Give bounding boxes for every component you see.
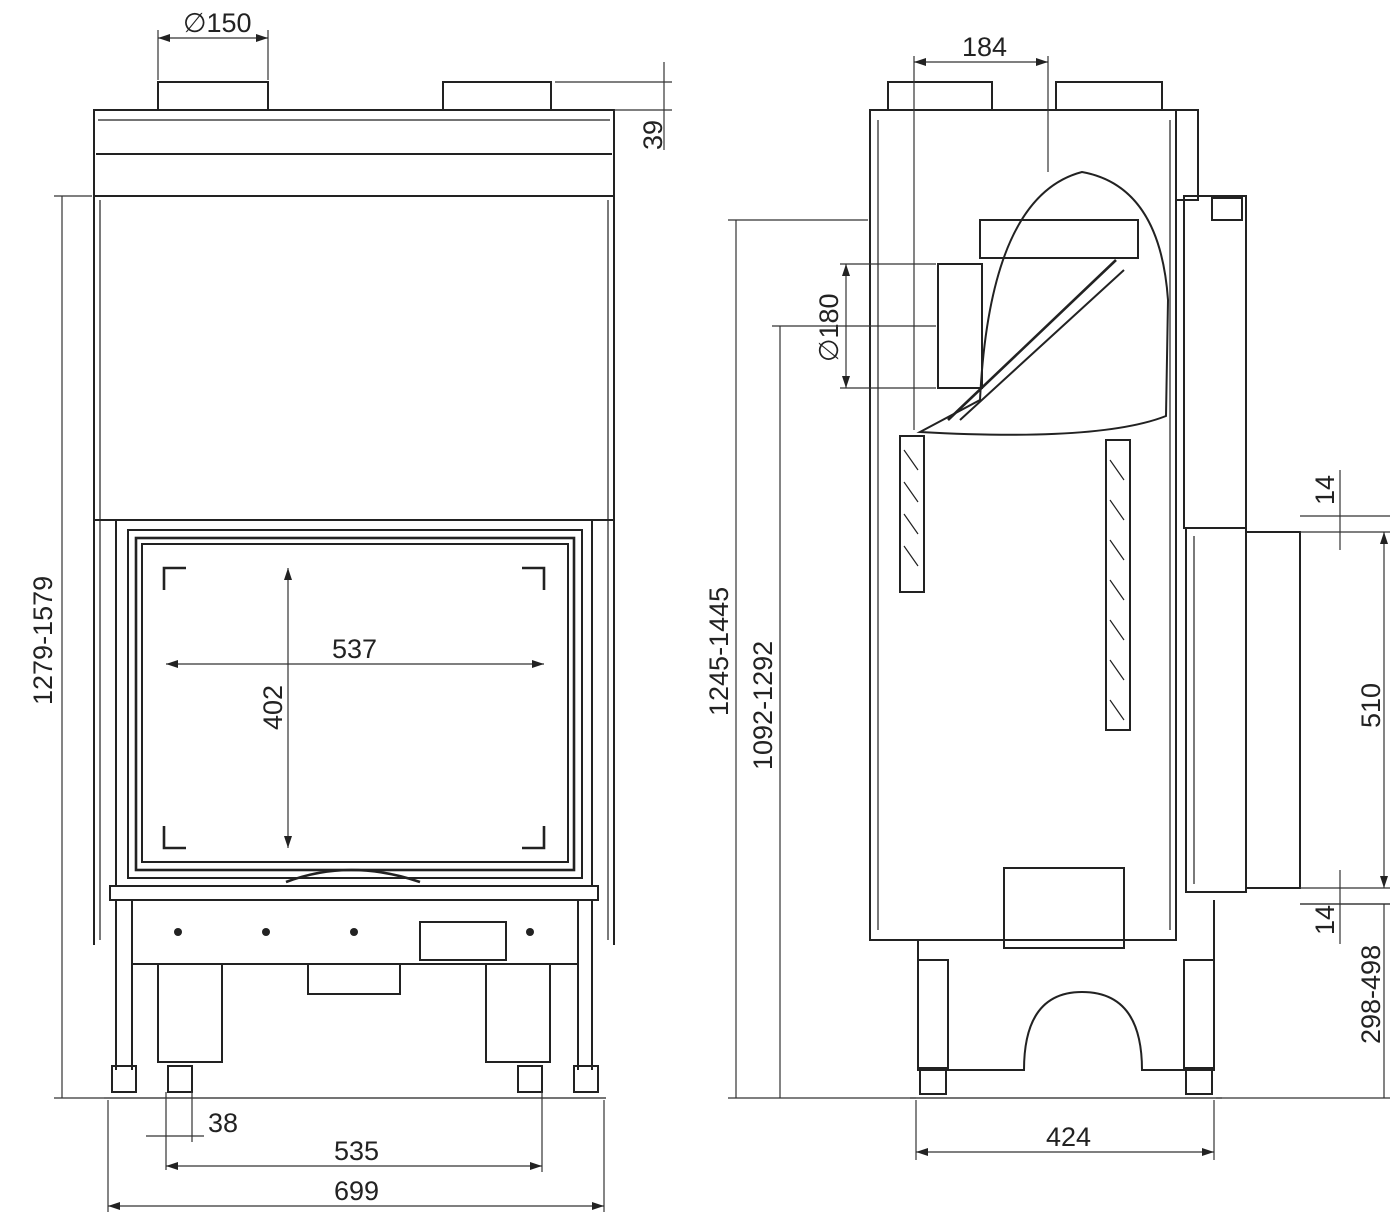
front-door-glass-border [134, 536, 576, 872]
front-base-bolt [174, 928, 182, 936]
side-exchanger-plate [1185, 527, 1247, 893]
front-dimensions: ∅150 39 1279-1579 537 402 38 535 [28, 8, 672, 1212]
dim-total-width-label: 699 [334, 1176, 379, 1206]
side-deflector [947, 259, 1117, 421]
side-smoke-hood [916, 170, 1170, 436]
dim-arrow [284, 568, 292, 580]
front-door-handle [285, 868, 421, 884]
side-ash-box [1003, 867, 1125, 949]
dim-arrow [1202, 1148, 1214, 1156]
dim-leg-spacing-label: 535 [334, 1136, 379, 1166]
dim-air-inlet-diameter-label: ∅180 [814, 293, 844, 362]
dim-arrow [1380, 876, 1388, 888]
dim-glass-height-label: 402 [258, 685, 288, 730]
front-view [93, 81, 615, 1099]
front-foot [111, 1065, 137, 1093]
side-air-channel-right [1105, 439, 1131, 731]
dim-arrow [842, 376, 850, 388]
side-air-inlet [937, 263, 983, 389]
dim-arrow [284, 836, 292, 848]
front-door-inner-frame [127, 529, 583, 879]
dim-flue-diameter-label: ∅150 [183, 8, 252, 38]
side-view [869, 81, 1301, 1099]
dim-arrow [158, 34, 170, 42]
dim-arrow [166, 1162, 178, 1170]
dim-height-range-label: 1279-1579 [28, 576, 58, 705]
front-foot [167, 1065, 193, 1093]
front-ash-box [419, 921, 507, 961]
front-leg-bracket-right [485, 964, 551, 1063]
glass-corner-top-left [162, 566, 186, 590]
dim-top-offset-label: 39 [638, 120, 668, 150]
front-flue-collar-left [157, 81, 269, 111]
front-door-glass [141, 543, 569, 863]
dim-arrow [842, 264, 850, 276]
side-control-switch [1211, 197, 1243, 221]
dim-height-range-outer-label: 1245-1445 [704, 587, 734, 716]
glass-corner-bottom-left [162, 826, 186, 850]
dim-glass-width-label: 537 [332, 634, 377, 664]
side-foot [919, 1069, 947, 1095]
side-deflector-inner [959, 269, 1125, 421]
side-back-panel [1175, 109, 1199, 201]
front-base-bolt [350, 928, 358, 936]
side-body [869, 109, 1177, 941]
dim-arrow [914, 58, 926, 66]
dim-depth-label: 424 [1046, 1122, 1091, 1152]
side-control-panel [1183, 195, 1247, 529]
side-flue-collar-right [1055, 81, 1163, 111]
dim-arrow [256, 34, 268, 42]
dim-plate-top-label: 14 [1310, 475, 1340, 505]
front-leg-bracket-left [157, 964, 223, 1063]
dim-arrow [166, 660, 178, 668]
dim-flue-offset-label: 184 [962, 32, 1007, 62]
front-base-bolt [526, 928, 534, 936]
dim-height-range-inner-label: 1092-1292 [748, 641, 778, 770]
dim-arrow [1036, 58, 1048, 66]
glass-corner-bottom-right [522, 826, 546, 850]
side-exchanger-collar [1245, 531, 1301, 889]
dim-arrow [530, 1162, 542, 1170]
side-leg-right [1183, 959, 1215, 1069]
side-dimensions: 184 ∅180 1245-1445 1092-1292 424 14 [704, 32, 1390, 1160]
front-flue-collar-right [442, 81, 552, 111]
side-channel-baffles [1109, 459, 1125, 721]
side-flue-collar-left [887, 81, 993, 111]
side-leg-left [917, 959, 949, 1069]
side-foot [1185, 1069, 1213, 1095]
dim-arrow [1380, 532, 1388, 544]
side-base [917, 900, 1215, 1071]
front-ash-drawer [307, 963, 401, 995]
front-foot [517, 1065, 543, 1093]
dim-arrow [532, 660, 544, 668]
side-air-channel-left [899, 435, 925, 593]
glass-corner-top-right [522, 566, 546, 590]
side-smoke-baffle [979, 219, 1139, 259]
front-body [93, 195, 615, 521]
dim-arrow [108, 1202, 120, 1210]
dim-arrow [592, 1202, 604, 1210]
front-bottom-ledge [109, 885, 599, 901]
dim-plate-bottom-label: 14 [1310, 905, 1340, 935]
front-door-frame [115, 519, 593, 887]
dim-plate-height-label: 510 [1356, 683, 1386, 728]
side-channel-baffles [903, 449, 919, 567]
dim-arrow [916, 1148, 928, 1156]
dim-base-height-range-label: 298-498 [1356, 945, 1386, 1044]
dim-leg-offset-label: 38 [208, 1108, 238, 1138]
front-base-bolt [262, 928, 270, 936]
front-foot [573, 1065, 599, 1093]
